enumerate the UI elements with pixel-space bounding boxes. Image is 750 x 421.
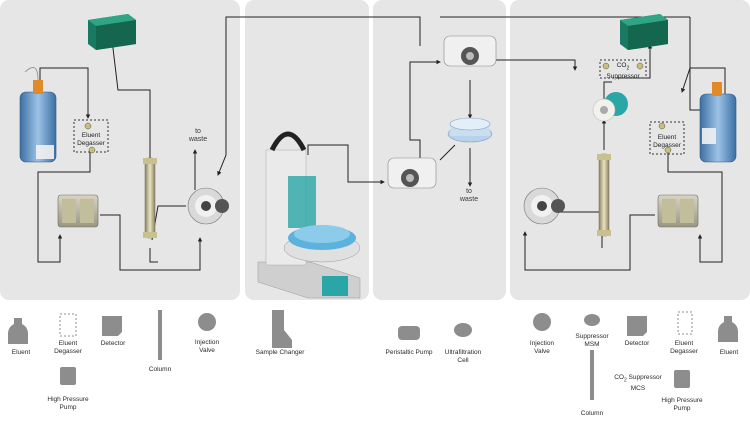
- legend-detector-left: Detector: [100, 340, 126, 347]
- legend-hp-pump-right-2: Pump: [673, 404, 691, 412]
- column-left: [143, 157, 157, 239]
- legend-detector-icon: [102, 316, 122, 336]
- co2-rest: Suppressor: [606, 72, 640, 80]
- legend-suppressor-msm-icon: [584, 314, 600, 326]
- column-right: [597, 153, 611, 237]
- left-to-waste-label: to waste: [188, 128, 208, 143]
- legend-suppressor-msm-2: MSM: [584, 340, 600, 348]
- eluent-bottle-left: [19, 67, 57, 163]
- legend-degasser-icon: [59, 313, 77, 337]
- legend-peristaltic-pump-icon: [398, 326, 420, 340]
- peristaltic-pump-mid: [387, 157, 437, 189]
- legend-icons: [8, 310, 738, 400]
- co2-sub: 2: [626, 65, 630, 72]
- legend-degasser-left-1: Eluent: [58, 340, 78, 347]
- legend-injection-left-2: Valve: [199, 346, 215, 354]
- legend-co2-co: CO: [614, 374, 624, 381]
- legend-sample-changer: Sample Changer: [255, 349, 305, 356]
- co2-co: CO: [616, 62, 627, 69]
- right-eluent-degasser-label: Eluent Degasser: [653, 134, 681, 149]
- legend-ultrafiltration-icon: [454, 323, 472, 337]
- legend-suppressor-msm-1: Suppressor: [575, 333, 609, 340]
- tubing: [37, 16, 726, 271]
- legend-hp-pump-right-1: High Pressure: [661, 397, 703, 404]
- legend-degasser-left-2: Degasser: [54, 347, 82, 355]
- legend-eluent-bottle-icon: [8, 318, 28, 344]
- injection-valve-left: [187, 187, 229, 225]
- left-eluent-degasser-label: Eluent Degasser: [77, 132, 105, 147]
- legend-column-right: Column: [580, 410, 604, 417]
- legend-sample-changer-icon: [272, 310, 292, 348]
- panel-center: [373, 0, 506, 300]
- detector-right: [620, 14, 668, 50]
- legend-degasser-right-icon: [677, 311, 693, 335]
- eluent-bottle-right: [699, 82, 737, 163]
- suppressor-msm: [592, 92, 628, 122]
- legend-injection-right-2: Valve: [534, 347, 550, 355]
- legend-injection-right-1: Injection: [529, 340, 555, 347]
- legend-ultrafiltration-2: Cell: [457, 356, 469, 364]
- hp-pump-right: [657, 194, 699, 228]
- legend-hp-pump-left-1: High Pressure: [47, 396, 89, 403]
- eluent-degasser-box-left: [73, 119, 109, 153]
- legend-co2-rest: Suppressor: [628, 374, 662, 381]
- eluent-degasser-box-right: [649, 121, 685, 155]
- legend-peristaltic-pump: Peristaltic Pump: [385, 349, 433, 356]
- legend-detector-right: Detector: [624, 340, 650, 347]
- legend-degasser-right-1: Eluent: [674, 340, 694, 347]
- detector-left: [88, 14, 136, 50]
- hp-pump-left: [57, 194, 99, 228]
- legend-injection-valve-right-icon: [533, 313, 551, 331]
- legend-detector-right-icon: [627, 316, 647, 336]
- legend-hp-pump-left-2: Pump: [59, 403, 77, 411]
- legend-hp-pump-right-icon: [674, 370, 690, 388]
- legend-co2-suppressor-mcs: CO2 Suppressor MCS: [610, 374, 666, 392]
- peristaltic-pump-top: [443, 35, 497, 67]
- co2-suppressor-label: CO2 Suppressor: [603, 62, 643, 80]
- legend-co2-mcs: MCS: [630, 384, 646, 392]
- ultrafiltration-cell: [447, 117, 493, 143]
- legend-column-right-icon: [590, 350, 594, 400]
- legend-degasser-right-2: Degasser: [670, 347, 698, 355]
- legend-injection-left-1: Injection: [194, 339, 220, 346]
- legend-eluent-right: Eluent: [719, 349, 739, 356]
- sample-changer: [257, 131, 361, 299]
- legend-ultrafiltration-1: Ultrafiltration: [444, 349, 482, 356]
- injection-valve-right: [523, 187, 565, 225]
- legend-column-icon: [158, 310, 162, 360]
- legend-injection-valve-icon: [198, 313, 216, 331]
- legend-column-left: Column: [148, 366, 172, 373]
- legend-eluent-left: Eluent: [11, 349, 31, 356]
- legend-hp-pump-icon: [60, 367, 76, 385]
- center-to-waste-label: to waste: [459, 188, 479, 203]
- legend-co2-sub: 2: [623, 377, 627, 384]
- legend-eluent-right-icon: [718, 316, 738, 342]
